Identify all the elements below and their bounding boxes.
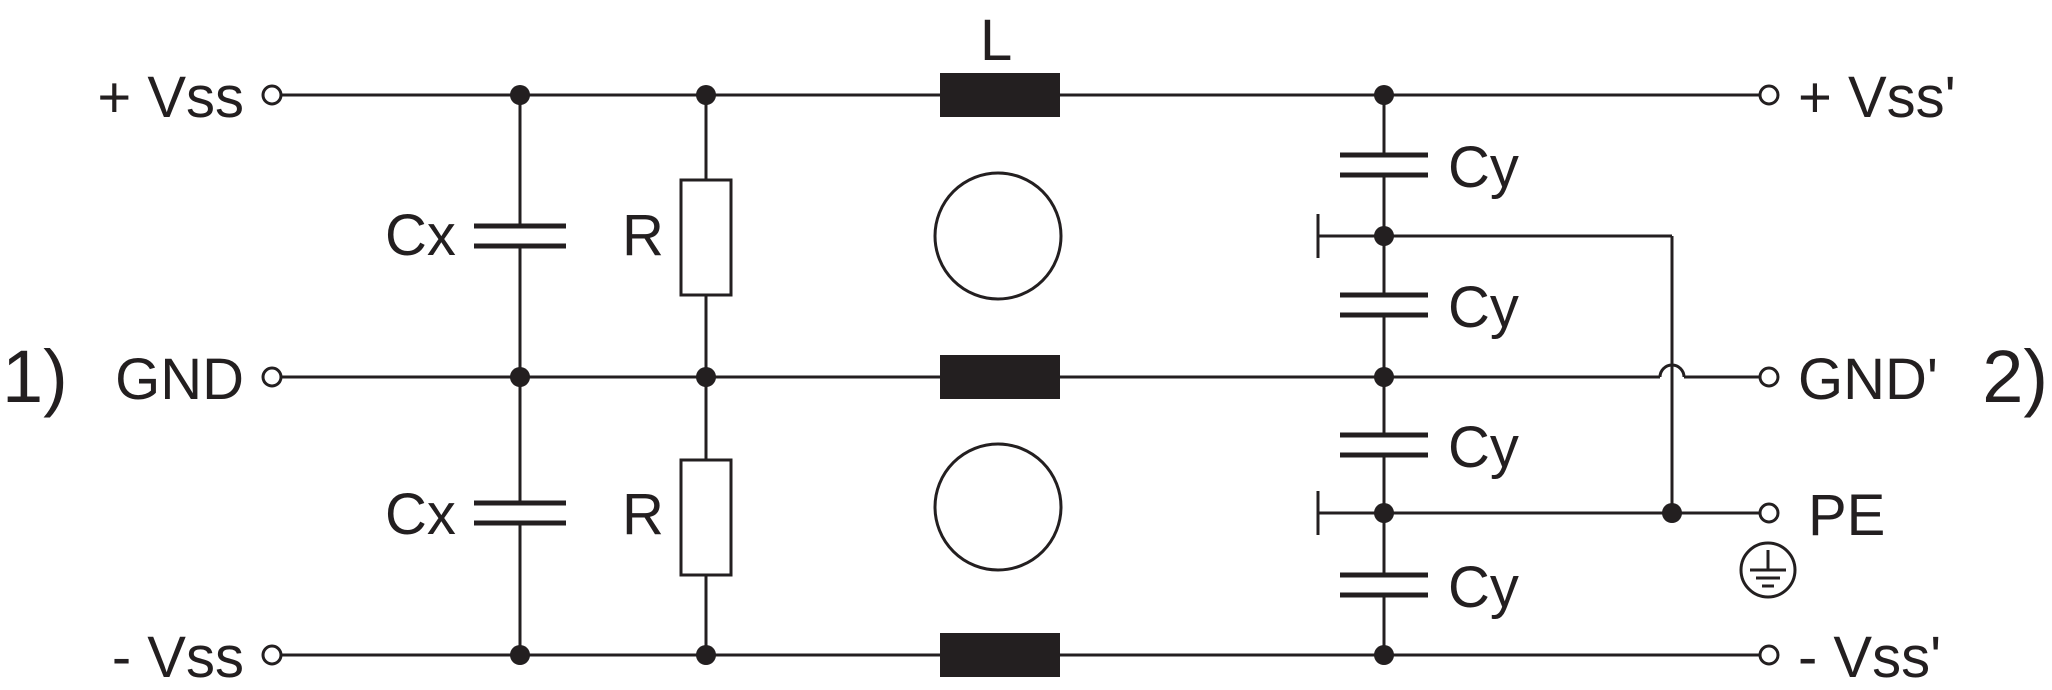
r-label-top: R	[622, 203, 664, 268]
cx-capacitor-top	[474, 95, 566, 377]
choke-core-top	[933, 171, 1063, 301]
cy-label-2: Cy	[1448, 275, 1519, 340]
terminal-out-gnd	[1758, 366, 1780, 388]
terminal-in-neg	[261, 644, 283, 666]
terminal-out-pe	[1758, 502, 1780, 524]
cy-column	[1340, 95, 1428, 655]
resistor-bottom	[679, 377, 733, 655]
cy-label-3: Cy	[1448, 415, 1519, 480]
terminal-in-gnd	[261, 366, 283, 388]
cy-label-4: Cy	[1448, 555, 1519, 620]
terminal-out-neg	[1758, 644, 1780, 666]
inductor-winding-positive	[940, 73, 1060, 117]
terminal-in-pos	[261, 84, 283, 106]
terminal-label-in-neg: - Vss	[112, 625, 244, 690]
inductor-winding-negative	[940, 633, 1060, 677]
side-label-input: 1)	[2, 335, 68, 418]
protective-earth-icon	[1739, 541, 1797, 599]
r-label-bottom: R	[622, 482, 664, 547]
terminal-label-out-gnd: GND'	[1798, 347, 1938, 412]
side-label-output: 2)	[1982, 335, 2048, 418]
cx-label-bottom: Cx	[385, 482, 456, 547]
resistor-top	[679, 95, 733, 377]
cx-capacitor-bottom	[474, 377, 566, 655]
junction-dots	[510, 85, 1682, 665]
terminal-label-in-gnd: GND	[115, 347, 244, 412]
terminal-label-out-pe: PE	[1808, 483, 1885, 548]
cx-label-top: Cx	[385, 203, 456, 268]
terminal-label-in-pos: + Vss	[97, 65, 244, 130]
terminal-label-out-pos: + Vss'	[1798, 65, 1956, 130]
terminal-out-pos	[1758, 84, 1780, 106]
cy-label-1: Cy	[1448, 135, 1519, 200]
choke-core-bottom	[933, 442, 1063, 572]
inductor-winding-ground	[940, 355, 1060, 399]
terminal-label-out-neg: - Vss'	[1798, 625, 1941, 690]
terminals	[261, 84, 1780, 666]
inductor-label: L	[980, 8, 1012, 73]
